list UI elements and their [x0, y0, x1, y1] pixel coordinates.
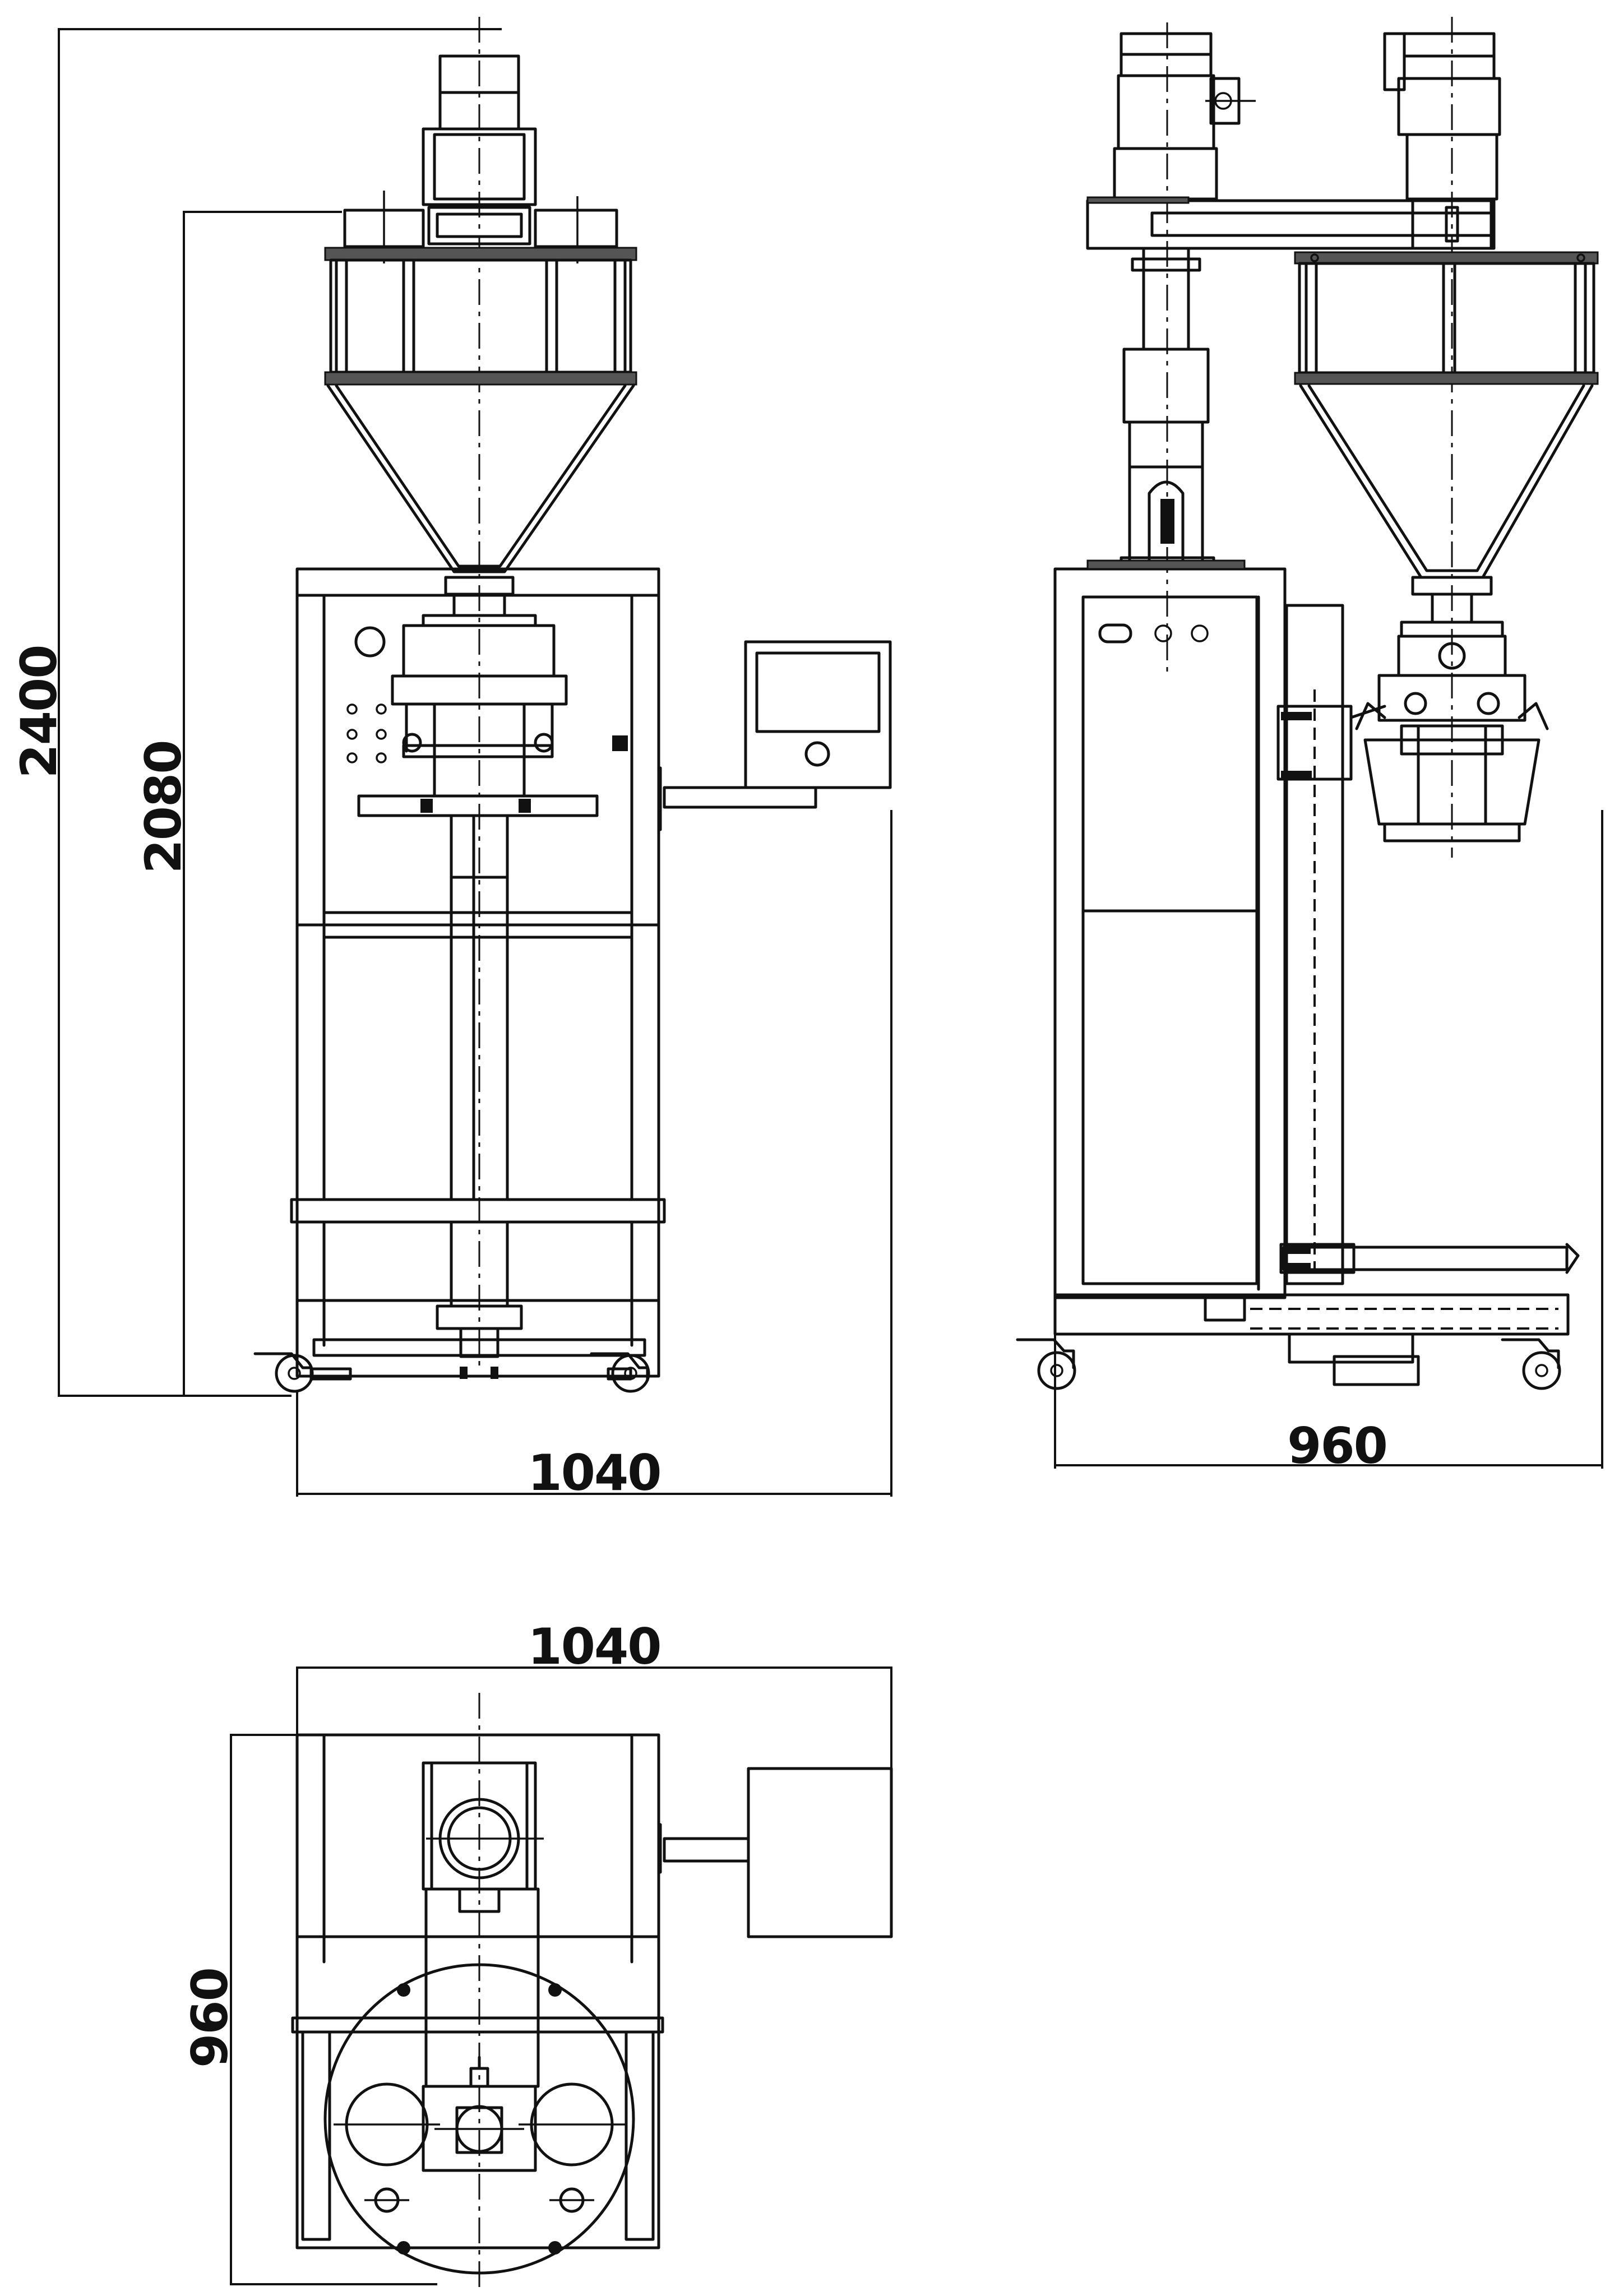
front-motor [343, 54, 618, 263]
side-hopper-cone [1299, 384, 1594, 579]
front-hmi [663, 640, 892, 809]
front-casters [253, 1352, 650, 1393]
top-hmi [663, 1767, 893, 1938]
side-motor-left [1113, 32, 1256, 201]
side-view: 960 [1016, 17, 1603, 1475]
side-motor-right [1383, 32, 1501, 201]
front-view: 2400 2080 1040 [10, 17, 892, 1502]
front-hopper-frame [324, 247, 637, 386]
indicator-light-icon [346, 752, 358, 763]
indicator-light-icon [376, 752, 387, 763]
front-hopper-cone [326, 384, 635, 573]
front-control-panel [346, 626, 628, 763]
caster-wheel-icon [1522, 1351, 1561, 1390]
side-width-label: 960 [1287, 1417, 1387, 1475]
indicator-light-icon [376, 729, 387, 740]
top-depth-label: 960 [181, 1968, 239, 2068]
hmi-button-icon [804, 741, 830, 767]
side-filling-head [1355, 576, 1549, 843]
side-crossbeam [1086, 196, 1496, 250]
top-view: 1040 960 [181, 1618, 893, 2293]
caster-wheel-icon [275, 1354, 314, 1393]
front-width-label: 1040 [528, 1444, 661, 1502]
indicator-light-icon [346, 703, 358, 715]
power-switch-icon [354, 626, 386, 658]
indicator-light-icon [346, 729, 358, 740]
indicator-light-icon [376, 703, 387, 715]
front-cabinet [290, 567, 666, 1378]
side-bag-column [1276, 604, 1386, 1285]
side-hopper-frame [1294, 251, 1599, 385]
side-base [1053, 1293, 1570, 1386]
side-dimension-lines [1054, 810, 1603, 1469]
top-width-label: 1040 [528, 1618, 661, 1675]
side-cabinet [1053, 559, 1287, 1299]
side-casters [1016, 1338, 1561, 1390]
top-frame [291, 1733, 664, 2249]
front-dimension-lines [58, 28, 892, 1497]
side-bottom-arm [1279, 1243, 1580, 1274]
caster-wheel-icon [1037, 1351, 1076, 1390]
caster-wheel-icon [611, 1354, 650, 1393]
front-height-frame-label: 2080 [135, 741, 192, 874]
front-height-total-label: 2400 [10, 646, 68, 779]
top-arm-motor [422, 1761, 544, 2172]
front-filling-head [357, 576, 599, 1358]
